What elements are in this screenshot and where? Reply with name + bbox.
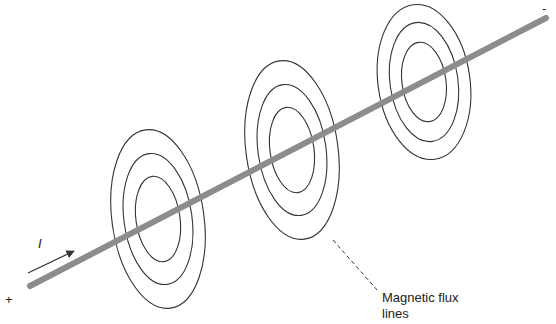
flux-label: Magnetic flux lines — [382, 290, 474, 322]
leader-line — [333, 240, 378, 291]
current-symbol: I — [38, 236, 42, 252]
polarity-sign: - — [542, 1, 546, 17]
current-arrow — [28, 251, 74, 273]
polarity-sign: + — [5, 292, 13, 308]
flux-loops — [100, 0, 480, 315]
conductor-wire — [30, 18, 546, 286]
